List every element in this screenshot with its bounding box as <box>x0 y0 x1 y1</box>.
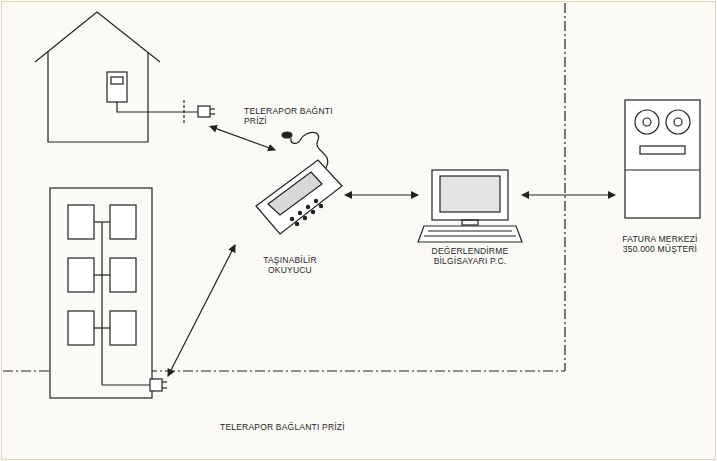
boundary-line <box>564 3 565 371</box>
billing-center: FATURA MERKEZİ350.000 MÜŞTERİ <box>615 98 705 254</box>
double-arrow <box>522 194 615 195</box>
double-arrow <box>210 126 275 150</box>
plug-socket-label: TELERAPOR BAĞLANTI PRİZİ <box>148 376 345 432</box>
computer-drawing <box>418 170 522 242</box>
node-label: 350.000 MÜŞTERİ <box>623 244 697 254</box>
evaluation-computer: DEĞERLENDİRME BİLGİSAYARI P.C. <box>418 168 522 266</box>
node-label: TELERAPOR BAĞNTI PRİZİ <box>244 106 344 126</box>
house-drawing <box>35 12 215 142</box>
node-label: TAŞINABİLİR OKUYUCU <box>263 255 317 275</box>
plug-socket-label: TELERAPOR BAĞNTI PRİZİ <box>198 106 344 126</box>
node-label: TELERAPOR BAĞLANTI PRİZİ <box>220 422 345 432</box>
node-label: DEĞERLENDİRME BİLGİSAYARI P.C. <box>432 246 509 266</box>
billing-center-drawing <box>625 100 700 218</box>
node-label: FATURA MERKEZİ <box>622 234 697 244</box>
double-arrow <box>168 245 235 376</box>
portable-reader: TAŞINABİLİR OKUYUCU <box>235 150 345 275</box>
double-arrow <box>345 194 418 195</box>
building-drawing <box>50 188 167 398</box>
